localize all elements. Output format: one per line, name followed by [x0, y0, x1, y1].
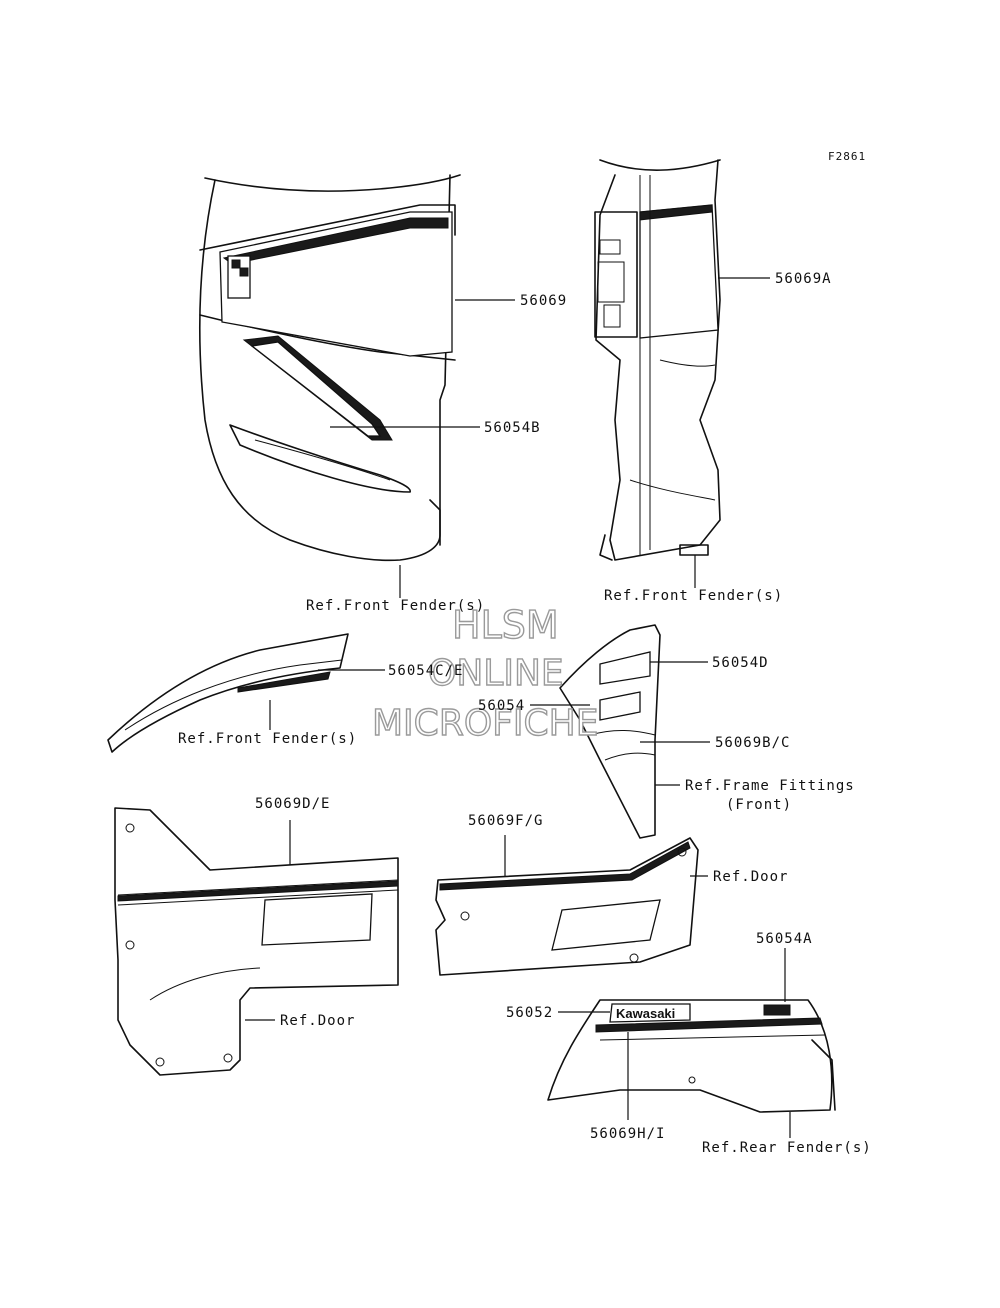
frame-fitting-panel — [559, 624, 661, 839]
part-label-56069: 56069 — [520, 293, 567, 309]
part-label-56054d: 56054D — [712, 655, 769, 671]
front-fender-panel-left — [199, 174, 461, 562]
part-label-56054: 56054 — [478, 698, 525, 714]
door-panel-right — [435, 837, 699, 976]
part-label-56069de: 56069D/E — [255, 796, 330, 812]
front-fender-strip — [107, 633, 349, 753]
ref-label-frame-fittings-2: (Front) — [726, 797, 792, 813]
leader-lines — [245, 277, 791, 1138]
watermark-line-1: HLSM — [452, 603, 559, 647]
ref-label-frame-fittings-1: Ref.Frame Fittings — [685, 778, 855, 794]
part-label-56069bc: 56069B/C — [715, 735, 790, 751]
ref-label-door-1: Ref.Door — [713, 869, 788, 885]
figure-code: F2861 — [828, 150, 866, 163]
ref-label-front-fender-1: Ref.Front Fender(s) — [306, 598, 485, 614]
front-fender-panel-right — [594, 159, 721, 561]
ref-label-front-fender-2: Ref.Front Fender(s) — [604, 588, 783, 604]
watermark-line-2: ONLINE — [428, 653, 564, 694]
part-label-56054a: 56054A — [756, 931, 813, 947]
part-label-56069a: 56069A — [775, 271, 832, 287]
ref-label-door-2: Ref.Door — [280, 1013, 355, 1029]
part-label-56069fg: 56069F/G — [468, 813, 543, 829]
kawasaki-decal-text: Kawasaki — [616, 1006, 675, 1021]
ref-label-rear-fender: Ref.Rear Fender(s) — [702, 1140, 872, 1156]
part-label-56054ce: 56054C/E — [388, 663, 463, 679]
watermark-line-3: MICROFICHE — [372, 703, 598, 744]
ref-label-front-fender-3: Ref.Front Fender(s) — [178, 731, 357, 747]
rear-fender-panel: Kawasaki — [547, 999, 836, 1113]
watermark: HLSM ONLINE MICROFICHE — [371, 602, 599, 744]
part-label-56069hi: 56069H/I — [590, 1126, 665, 1142]
part-label-56052: 56052 — [506, 1005, 553, 1021]
door-panel-left — [114, 807, 399, 1076]
part-label-56054b: 56054B — [484, 420, 541, 436]
callout-labels: F2861 56069 56069A 56054B Ref.Front Fend… — [178, 150, 872, 1156]
